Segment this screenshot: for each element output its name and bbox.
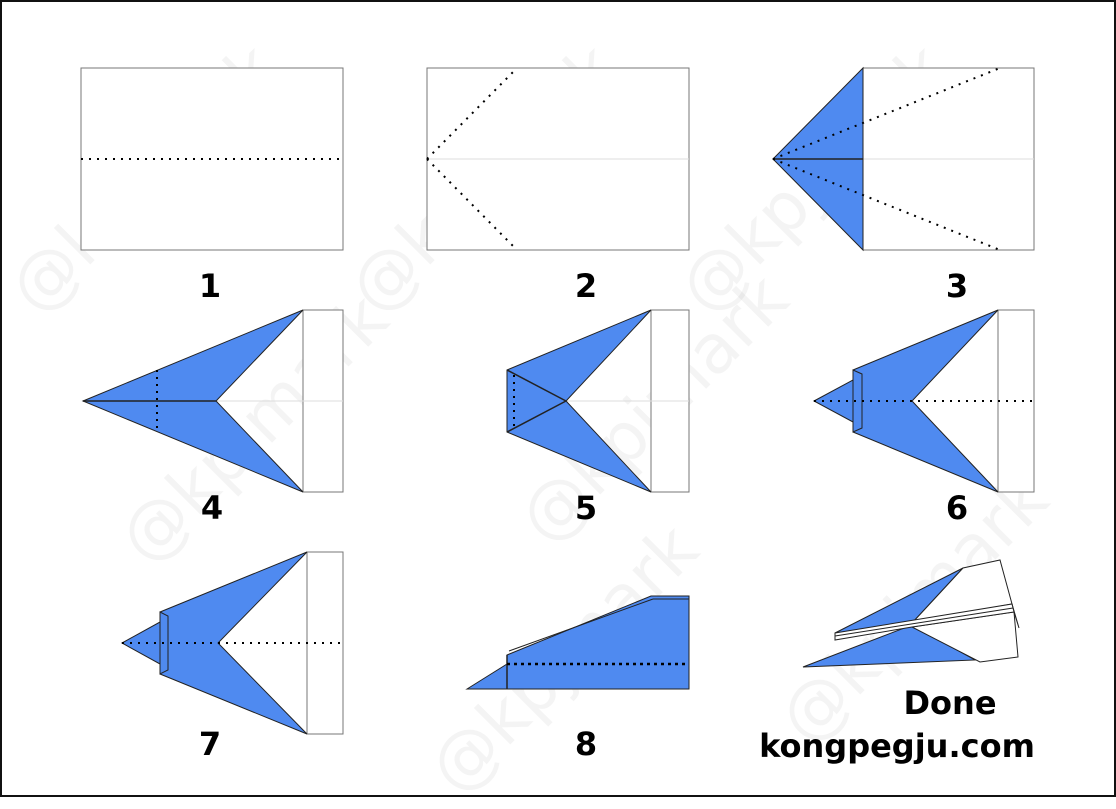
finished-paper-plane [802,559,1020,668]
website-label: kongpegju.com [759,727,1035,765]
step-number-2: 2 [574,267,598,305]
step-number-1: 1 [198,267,222,305]
step-1-diagram [80,67,344,251]
step-number-8: 8 [574,725,598,763]
step-8-diagram [465,595,690,690]
step-number-6: 6 [945,489,969,527]
done-label: Done [903,684,997,722]
step-5-diagram [506,309,690,493]
step-4-diagram [81,309,344,493]
step-2-diagram [426,67,690,251]
step-6-diagram [812,309,1035,493]
step-3-diagram [772,66,1035,252]
step-7-diagram [120,551,344,735]
step-number-3: 3 [945,267,969,305]
step-number-5: 5 [574,489,598,527]
step-number-4: 4 [200,489,224,527]
step-number-7: 7 [198,725,222,763]
